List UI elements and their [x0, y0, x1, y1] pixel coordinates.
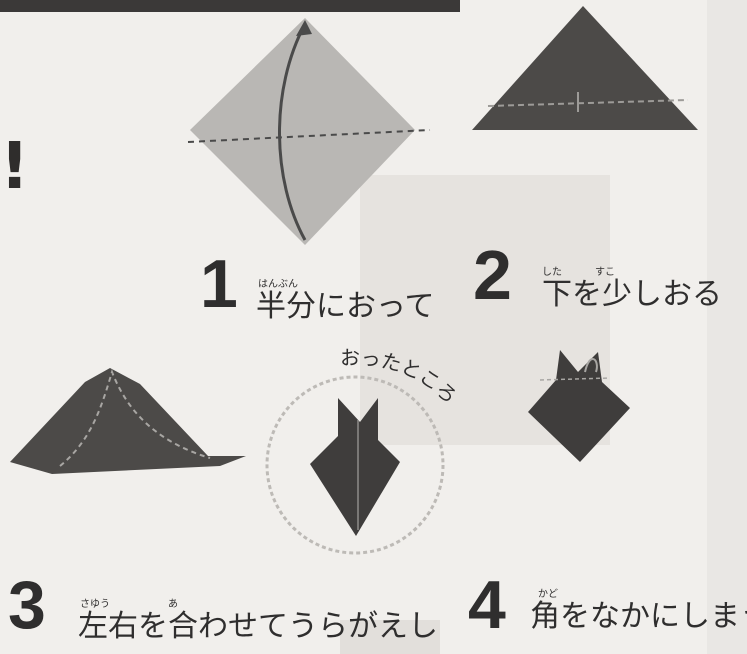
step-2-ruby-1: した — [542, 267, 562, 278]
step-4-number: 4 — [468, 567, 506, 643]
bottom-panel — [340, 620, 440, 654]
top-dark-band — [0, 0, 460, 12]
step-2-ruby-2: すこ — [595, 267, 615, 278]
step-3-ruby-1: さゆう — [80, 599, 110, 610]
callout-label: おったところ — [340, 346, 462, 409]
step3-result — [265, 375, 445, 555]
step-1-text: 半分におって — [256, 289, 435, 324]
step-3-text: 左右を合わせてうらがえし — [78, 609, 438, 644]
right-page-margin — [707, 0, 747, 654]
step-1-number: 1 — [200, 246, 238, 322]
step-2-number: 2 — [473, 236, 512, 314]
callout-label-path: おったところ — [340, 346, 462, 409]
step-2-text: 下を少しおる — [542, 277, 722, 312]
step-1-ruby: はんぶん — [258, 279, 298, 290]
edge-exclamation: ! — [0, 130, 30, 204]
step1-diamond — [187, 18, 431, 245]
step4-finished — [528, 350, 630, 462]
step-4-ruby: かど — [538, 589, 558, 600]
step2-triangle — [472, 6, 698, 130]
step-3-number: 3 — [8, 567, 46, 643]
step-3-ruby-2: あ — [168, 599, 178, 610]
step-4-text: 角をなかにしまう — [530, 599, 747, 634]
step3-hat — [10, 368, 246, 474]
arrow-head-icon — [296, 20, 312, 36]
